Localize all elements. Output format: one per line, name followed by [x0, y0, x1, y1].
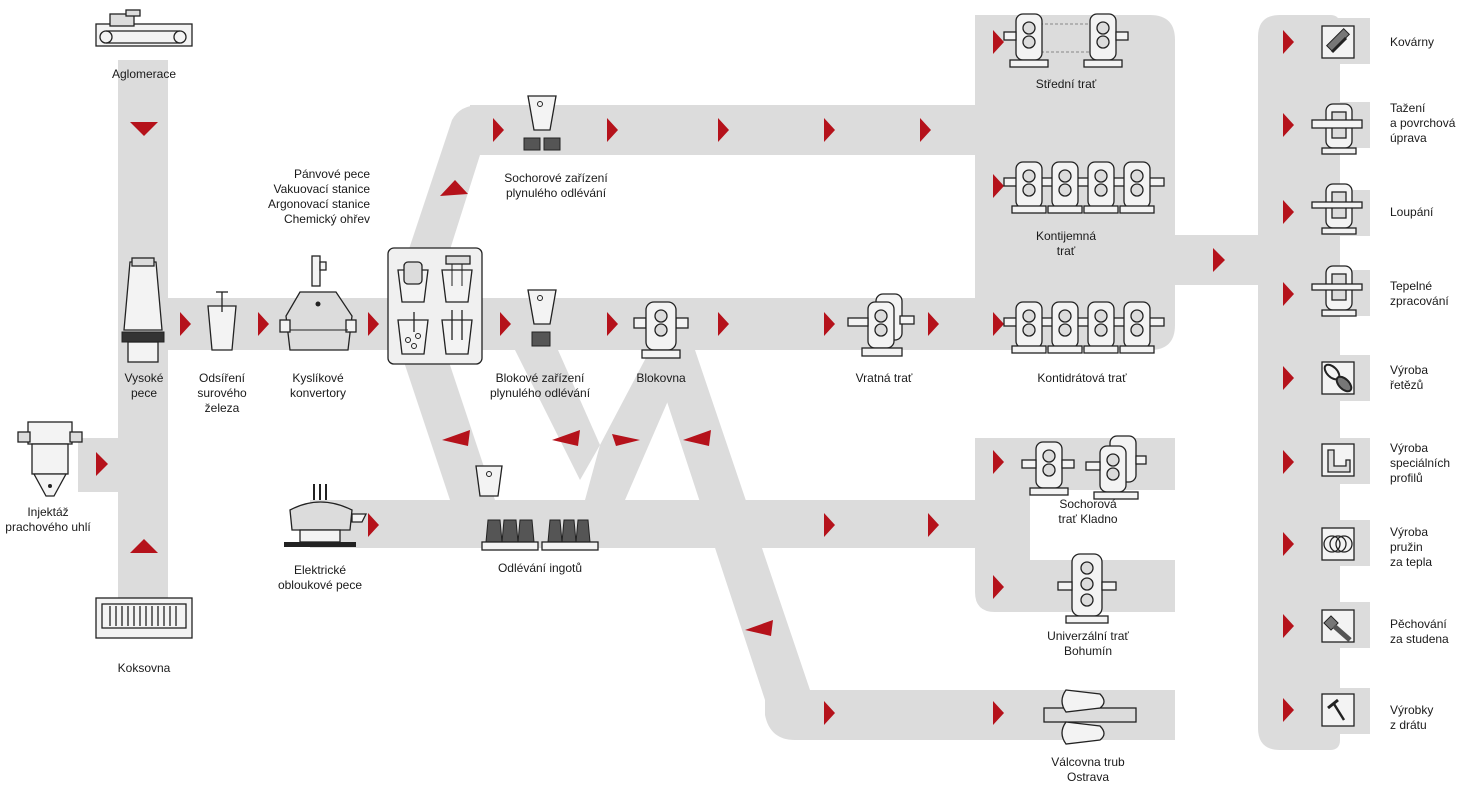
label-stredni-trat: Střední trať [1036, 77, 1097, 91]
label-koksovna: Koksovna [118, 661, 171, 675]
label-loupani: Loupání [1390, 205, 1434, 219]
label-kontidratova: Kontidrátová trať [1037, 371, 1127, 385]
label-blokovna: Blokovna [636, 371, 686, 385]
spring-icon [1321, 527, 1355, 561]
arrow-right-2 [258, 312, 269, 336]
continuous-wire-mill-icon [1003, 301, 1165, 354]
bolt-icon [1321, 609, 1355, 643]
coke-oven-icon [95, 597, 193, 639]
billet-caster-icon [523, 95, 561, 151]
blooming-mill-icon [633, 301, 689, 359]
nail-icon [1321, 693, 1355, 727]
ladle-furnace-icon [397, 261, 429, 303]
label-kovarny: Kovárny [1390, 35, 1434, 49]
oxygen-converter-icon [279, 255, 357, 351]
argon-station-icon [397, 312, 429, 355]
arrow-right-6 [718, 312, 729, 336]
label-aglomerace: Aglomerace [112, 67, 176, 81]
label-vratna: Vratná trať [856, 371, 913, 385]
blast-furnace-icon [121, 257, 165, 363]
desulfurization-ladle-icon [207, 291, 237, 351]
tube-mill-icon [1043, 689, 1137, 745]
universal-mill-bohumin-icon [1057, 553, 1117, 624]
electric-arc-furnace-icon [284, 484, 368, 547]
reversing-mill-icon [847, 293, 915, 357]
track-diag-2 [515, 350, 600, 480]
arrow-right-3 [368, 312, 379, 336]
chain-icon [1321, 361, 1355, 395]
arrow-right-injection [96, 452, 108, 476]
chemical-heating-icon [441, 310, 473, 355]
heat-treatment-icon [1311, 265, 1363, 317]
product-icons [1311, 25, 1363, 727]
arrow-upper-diagonal [440, 180, 468, 196]
secondary-metallurgy-box [387, 247, 483, 365]
arrow-right-5 [607, 312, 618, 336]
track-billet-horizontal [975, 490, 1030, 550]
peeling-icon [1311, 183, 1363, 235]
coal-injection-icon [17, 421, 83, 497]
flow-arrows [96, 30, 1294, 725]
arrow-down-aglomerace [130, 122, 158, 136]
track-injection [78, 438, 138, 492]
arrow-up-koksovna [130, 539, 158, 553]
track-upper [470, 105, 1030, 155]
track-diag-1 [400, 350, 495, 500]
vacuum-station-icon [441, 255, 473, 303]
billet-mill-kladno-icon [1021, 435, 1147, 500]
sinter-plant-icon [95, 9, 193, 47]
continuous-fine-mill-icon [1003, 161, 1165, 214]
arrow-right-1 [180, 312, 191, 336]
arrow-right-9 [993, 312, 1004, 336]
arrow-right-4 [500, 312, 511, 336]
track-ingot [310, 500, 1030, 548]
medium-mill-icon [1003, 13, 1129, 68]
ingot-casting-icon [475, 465, 599, 551]
drawing-icon [1311, 103, 1363, 155]
arrow-right-8 [928, 312, 939, 336]
bloom-caster-icon [527, 289, 557, 347]
label-odlevani-ingotu: Odlévání ingotů [498, 561, 582, 575]
hammer-icon [1321, 25, 1355, 59]
arrow-right-7 [824, 312, 835, 336]
profile-icon [1321, 443, 1355, 477]
